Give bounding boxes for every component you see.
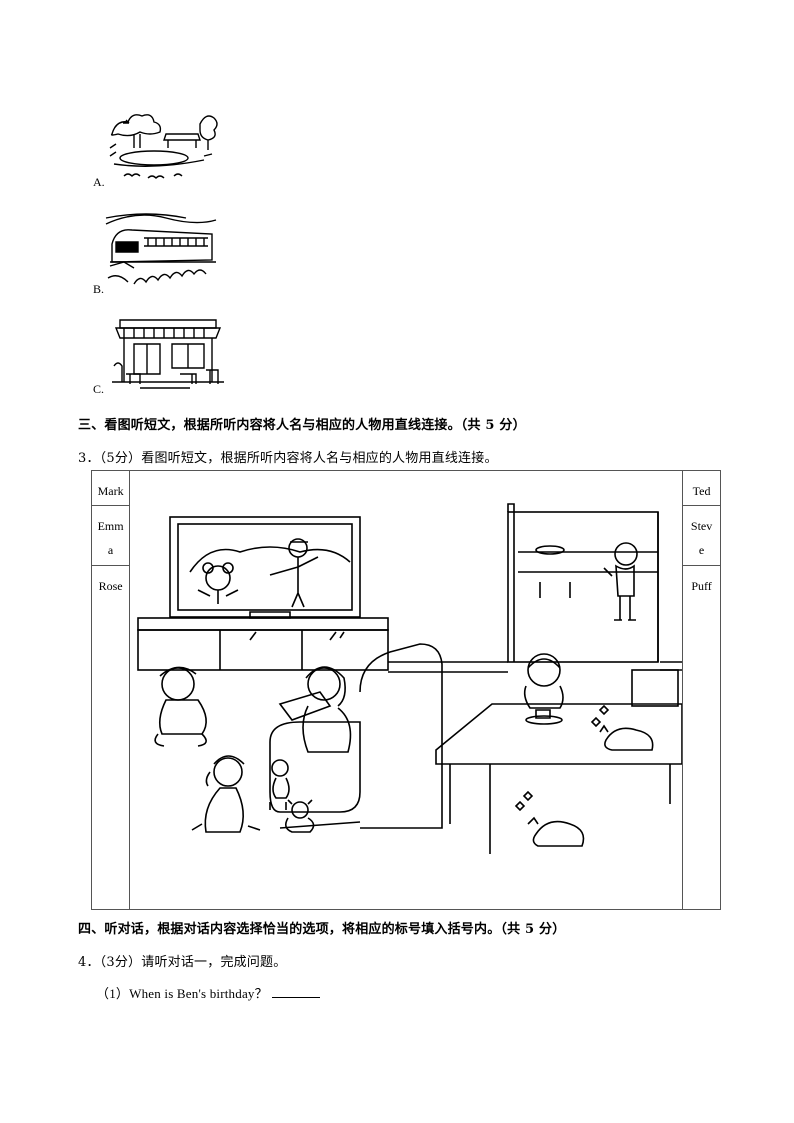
answer-blank[interactable] xyxy=(272,985,321,998)
name-emma: Emm a xyxy=(92,506,130,566)
option-c-picture xyxy=(110,312,226,394)
question-3: 3．（5分）看图听短文，根据所听内容将人名与相应的人物用直线连接。 xyxy=(78,451,498,466)
name-mark: Mark xyxy=(92,471,130,506)
option-b-label: B. xyxy=(93,282,105,296)
living-room-scene-image xyxy=(137,503,683,854)
option-b-picture xyxy=(104,208,218,292)
park-scene-icon xyxy=(109,114,218,179)
option-a-picture xyxy=(104,104,220,186)
option-a-label: A. xyxy=(93,175,105,189)
section-4-heading: 四、听对话，根据对话内容选择恰当的选项，将相应的标号填入括号内。（共 5 分） xyxy=(78,922,566,937)
sub-question-1: （1）When is Ben's birthday？ xyxy=(96,986,268,1001)
name-rose: Rose xyxy=(98,579,123,593)
living-room-picture-cell xyxy=(129,470,684,910)
train-icon xyxy=(105,213,217,285)
section-3-heading: 三、看图听短文，根据所听内容将人名与相应的人物用直线连接。（共 5 分） xyxy=(78,418,526,433)
question-4: 4．（3分）请听对话一，完成问题。 xyxy=(78,955,287,970)
name-steve: Stev e xyxy=(683,506,720,566)
name-ted: Ted xyxy=(683,471,720,506)
option-c-label: C. xyxy=(93,382,105,396)
right-names-column: Ted Stev e Puff xyxy=(682,470,721,910)
sub-question-1-row: （1）When is Ben's birthday？ xyxy=(96,983,321,1002)
name-puff: Puff xyxy=(691,579,712,593)
matching-table: Mark Emm a Rose xyxy=(90,470,721,910)
left-names-column: Mark Emm a Rose xyxy=(90,470,131,910)
shop-icon xyxy=(112,319,224,389)
